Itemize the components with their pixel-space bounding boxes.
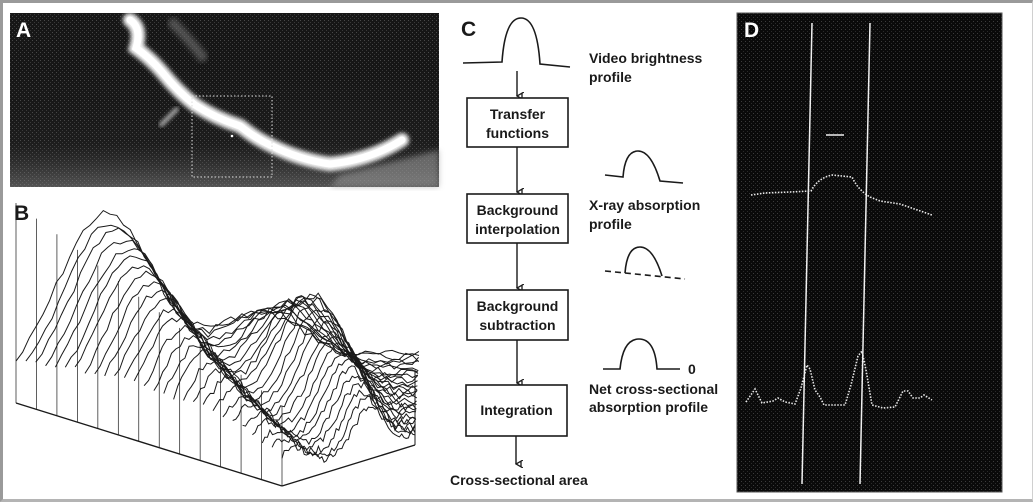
- label-net-line2: absorption profile: [589, 399, 708, 415]
- box-label-line2: functions: [486, 125, 549, 141]
- panel-label-d: D: [744, 19, 759, 42]
- vessel-edge-line-left: [801, 22, 813, 485]
- step-box-background-subtraction: Background subtraction: [466, 289, 569, 341]
- panel-c: C Video brightness profile Transfer func…: [450, 17, 718, 488]
- box-label-line1: Background: [477, 202, 559, 218]
- panel-b: B: [14, 202, 420, 487]
- output-label-cross-sectional-area: Cross-sectional area: [450, 472, 588, 488]
- surface-profile-line: [153, 309, 418, 402]
- box-label-line1: Integration: [480, 402, 552, 418]
- surface-profile-line: [281, 406, 416, 463]
- panel-label-c: C: [461, 18, 476, 41]
- surface-profile-line: [45, 239, 419, 367]
- label-net-line1: Net cross-sectional: [589, 381, 718, 397]
- box-label-line2: interpolation: [475, 221, 560, 237]
- surface-profile-line: [35, 227, 420, 365]
- derivative-profile-trace: [745, 349, 933, 409]
- zero-baseline-marker: 0: [688, 361, 696, 377]
- box-label-line1: Background: [477, 298, 559, 314]
- surface-profile-line: [54, 248, 419, 370]
- panel-d: D: [736, 12, 1003, 493]
- panel-a: A: [10, 13, 439, 187]
- xray-absorption-profile-curve: [604, 150, 684, 184]
- box-label-line1: Transfer: [490, 106, 546, 122]
- surface-profile-line: [123, 293, 418, 389]
- label-xray-line1: X-ray absorption: [589, 197, 700, 213]
- region-of-interest-box: [191, 95, 273, 178]
- label-video-brightness-line2: profile: [589, 69, 632, 85]
- vessel-shape: [123, 13, 409, 172]
- step-box-transfer-functions: Transfer functions: [466, 97, 569, 148]
- panel-label-a: A: [16, 19, 31, 42]
- base-edge-front-left: [15, 402, 283, 487]
- label-xray-line2: profile: [589, 216, 632, 232]
- surface-profile-line: [133, 292, 418, 392]
- brightness-profile-trace: [750, 174, 933, 216]
- background-interpolation-profile: [604, 246, 686, 280]
- panel-label-b: B: [14, 202, 29, 225]
- vessel-edge-line-right: [859, 22, 871, 485]
- step-box-integration: Integration: [465, 384, 568, 437]
- surface-profile-line: [192, 336, 417, 421]
- video-brightness-profile-curve: [462, 17, 571, 68]
- step-box-background-interpolation: Background interpolation: [466, 193, 569, 244]
- surface-plot: [15, 203, 420, 486]
- surface-profile-line: [261, 389, 416, 456]
- monitor-display: [737, 13, 1002, 492]
- surface-profile-line: [271, 395, 416, 458]
- box-label-line2: subtraction: [479, 317, 555, 333]
- base-edge-front-right: [281, 444, 416, 487]
- surface-profile-line: [242, 375, 417, 446]
- surface-profile-line: [163, 315, 418, 406]
- net-absorption-profile-curve: [603, 338, 680, 370]
- surface-profile-line: [104, 289, 419, 384]
- label-video-brightness-line1: Video brightness: [589, 50, 703, 66]
- surface-profile-line: [212, 351, 417, 433]
